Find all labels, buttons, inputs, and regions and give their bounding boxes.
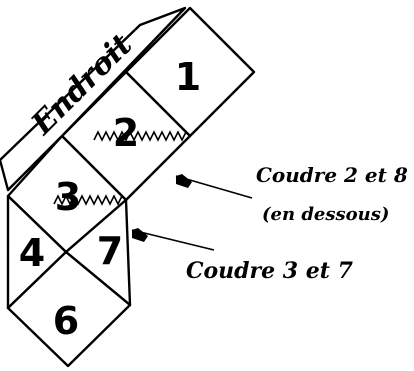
pointer-3-7	[131, 229, 215, 251]
square-6	[6, 250, 132, 368]
piece-6-label: 6	[53, 299, 79, 343]
sew-2-8-line1: Coudre 2 et 8	[256, 163, 408, 187]
sew-3-7-label: Coudre 3 et 7	[186, 258, 354, 284]
piece-1-label: 1	[175, 55, 201, 99]
pin-icon-2-8	[176, 174, 192, 188]
piece-3-label: 3	[55, 175, 81, 219]
piece-4-label: 4	[19, 231, 45, 275]
piece-7-label: 7	[97, 229, 123, 273]
endroit-band	[0, 6, 187, 192]
seam-3-7-stitches	[53, 194, 127, 206]
seam-2-8-stitches	[93, 130, 191, 142]
pin-icon-3-7	[132, 228, 148, 242]
sew-2-8-line2: (en dessous)	[262, 204, 389, 225]
piece-2-label: 2	[113, 111, 139, 155]
